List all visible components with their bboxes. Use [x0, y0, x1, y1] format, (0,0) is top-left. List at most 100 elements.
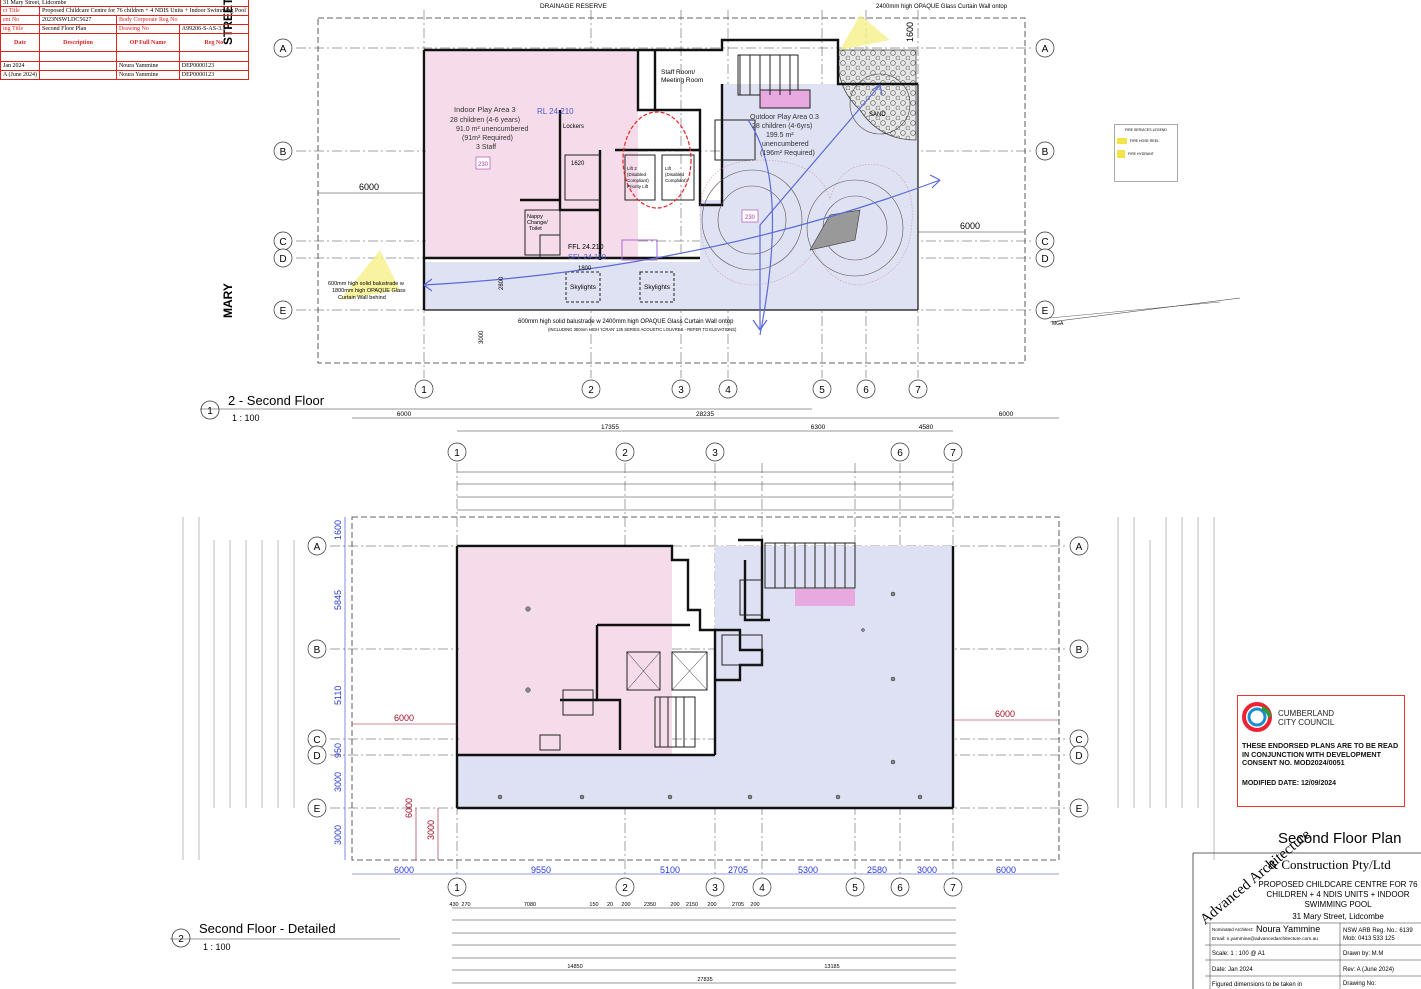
svg-text:5: 5 [852, 883, 858, 894]
skylights-label-1: Skylights [570, 284, 597, 291]
svg-text:200: 200 [670, 902, 679, 908]
svg-text:28235: 28235 [696, 411, 714, 418]
legend-item-hydrant: FIRE HYDRANT [1117, 150, 1175, 158]
staff-room-label: Staff Room/ [661, 69, 695, 76]
svg-text:20: 20 [607, 902, 613, 908]
svg-text:Priority Lift: Priority Lift [627, 184, 649, 189]
stamp-message: THESE ENDORSED PLANS ARE TO BE READ IN C… [1242, 741, 1399, 767]
mga-label: MGA [1052, 321, 1064, 327]
svg-text:D: D [313, 751, 320, 762]
room-tag-indoor: 230 [478, 162, 489, 168]
svg-text:3: 3 [712, 883, 718, 894]
svg-text:NSW ARB Reg. No.: 6139: NSW ARB Reg. No.: 6139 [1343, 928, 1413, 934]
nappy-label: Nappy [527, 214, 543, 220]
indoor-area-title: Indoor Play Area 3 [454, 105, 516, 114]
svg-text:(196m² Required): (196m² Required) [760, 150, 815, 157]
lift-label: Lift [665, 166, 672, 171]
svg-text:unencumbered: unencumbered [762, 141, 809, 148]
svg-text:3000: 3000 [333, 772, 343, 792]
lower-dims: 430 270 7080 150 20 200 2350 200 2150 20… [449, 902, 839, 983]
revision-cloud [622, 111, 692, 209]
svg-text:6000: 6000 [999, 411, 1014, 418]
svg-text:E: E [314, 804, 321, 815]
lower-dim-lines [452, 907, 956, 984]
svg-text:Figured dimensions to be taken: Figured dimensions to be taken in [1212, 982, 1302, 988]
site-boundary-2 [351, 516, 1060, 861]
svg-text:150: 150 [589, 902, 598, 908]
outdoor-area-title: Outdoor Play Area 0.3 [750, 114, 819, 121]
svg-text:5110: 5110 [333, 686, 343, 705]
svg-text:6: 6 [863, 385, 869, 396]
view-cone-top [840, 15, 890, 50]
svg-text:1: 1 [454, 883, 460, 894]
svg-text:E: E [280, 306, 287, 317]
bottom-balustrade-note: 600mm high solid balustrade w 2400mm hig… [518, 319, 734, 325]
svg-text:3 Staff: 3 Staff [476, 144, 496, 151]
svg-text:CHILDREN + 4 NDIS UNITS + INDO: CHILDREN + 4 NDIS UNITS + INDOOR [1266, 890, 1409, 899]
interior-walls [524, 54, 811, 303]
view-cone-left [340, 250, 400, 300]
svg-text:1: 1 [454, 448, 460, 459]
walls-2 [455, 538, 955, 810]
svg-text:3: 3 [712, 448, 718, 459]
svg-text:3: 3 [678, 385, 684, 396]
red-dims: 6000 6000 3000 6000 [394, 709, 1015, 840]
drainage-label: DRAINAGE RESERVE [540, 3, 607, 10]
svg-text:A: A [314, 542, 321, 553]
plan-second-floor-detailed: AA BB CC DD EE 12 36 7 12 34 56 7 6000 2… [170, 411, 1089, 984]
council-name: CUMBERLAND CITY COUNCIL [1278, 709, 1335, 727]
sand-pit [837, 49, 917, 141]
plan2-number: 2 [178, 934, 184, 945]
svg-text:D: D [279, 254, 286, 265]
top-dims: 6000 28235 6000 17355 6300 4580 [397, 411, 1014, 431]
plan1-number: 1 [207, 406, 213, 417]
svg-text:Rev: A (June 2024): Rev: A (June 2024) [1343, 967, 1394, 973]
svg-text:5100: 5100 [660, 865, 680, 875]
dim-3000: 3000 [479, 330, 485, 344]
svg-text:28 children (4-6yrs): 28 children (4-6yrs) [752, 123, 812, 130]
svg-text:2350: 2350 [644, 902, 656, 908]
svg-text:6: 6 [897, 883, 903, 894]
project-description: PROPOSED CHILDCARE CENTRE FOR 76 CHILDRE… [1258, 880, 1418, 921]
svg-text:Noura Yammine: Noura Yammine [1256, 924, 1320, 934]
svg-text:5: 5 [819, 385, 825, 396]
red-dim-lines [352, 719, 1059, 860]
floor-drains [497, 591, 923, 800]
side-dim-stacks [182, 517, 1215, 860]
svg-text:3000: 3000 [333, 825, 343, 845]
svg-text:2580: 2580 [867, 865, 887, 875]
svg-text:A: A [1076, 542, 1083, 553]
svg-text:3000: 3000 [426, 820, 436, 840]
dim-1800: 1800 [578, 266, 592, 272]
svg-text:1: 1 [421, 385, 427, 396]
svg-text:1800mm high OPAQUE Glass: 1800mm high OPAQUE Glass [332, 288, 406, 294]
outdoor-play-area-fill [424, 84, 918, 310]
bottom-dims-blue: 6000 9550 5100 2705 5300 2580 3000 6000 [394, 865, 1016, 875]
pink-strip [795, 589, 855, 606]
svg-text:(Disabled: (Disabled [665, 172, 685, 177]
svg-text:(Disabled: (Disabled [627, 172, 647, 177]
top-dim-lines [352, 417, 1059, 511]
outdoor-fill-2 [457, 546, 953, 808]
hose-reel-icon [1117, 138, 1127, 144]
svg-text:7080: 7080 [524, 902, 536, 908]
svg-text:7: 7 [915, 385, 921, 396]
svg-text:(INCLUDING 350mm HIGH 'ICRAN': (INCLUDING 350mm HIGH 'ICRAN' 125 SERIES… [548, 327, 737, 332]
rl-level: RL 24.210 [537, 107, 574, 116]
svg-text:31 Mary Street, Lidcombe: 31 Mary Street, Lidcombe [1292, 912, 1384, 921]
left-balustrade-note: 600mm high solid balustrade w [328, 281, 404, 287]
svg-text:Email: n.yammine@advancedarchi: Email: n.yammine@advancedarchitecture.co… [1212, 936, 1318, 942]
svg-text:6000: 6000 [404, 798, 414, 818]
svg-text:6000: 6000 [394, 865, 414, 875]
legend-title: FIRE SERVICES LEGEND [1125, 128, 1167, 132]
plan1-title: 2 - Second Floor [228, 393, 325, 408]
svg-text:5300: 5300 [798, 865, 818, 875]
dim-2800: 2800 [499, 276, 505, 290]
svg-text:Curtain Wall behind: Curtain Wall behind [338, 295, 386, 301]
svg-text:1600: 1600 [333, 520, 343, 540]
svg-text:B: B [280, 147, 287, 158]
interior-2 [539, 542, 856, 751]
svg-text:C: C [279, 237, 286, 248]
